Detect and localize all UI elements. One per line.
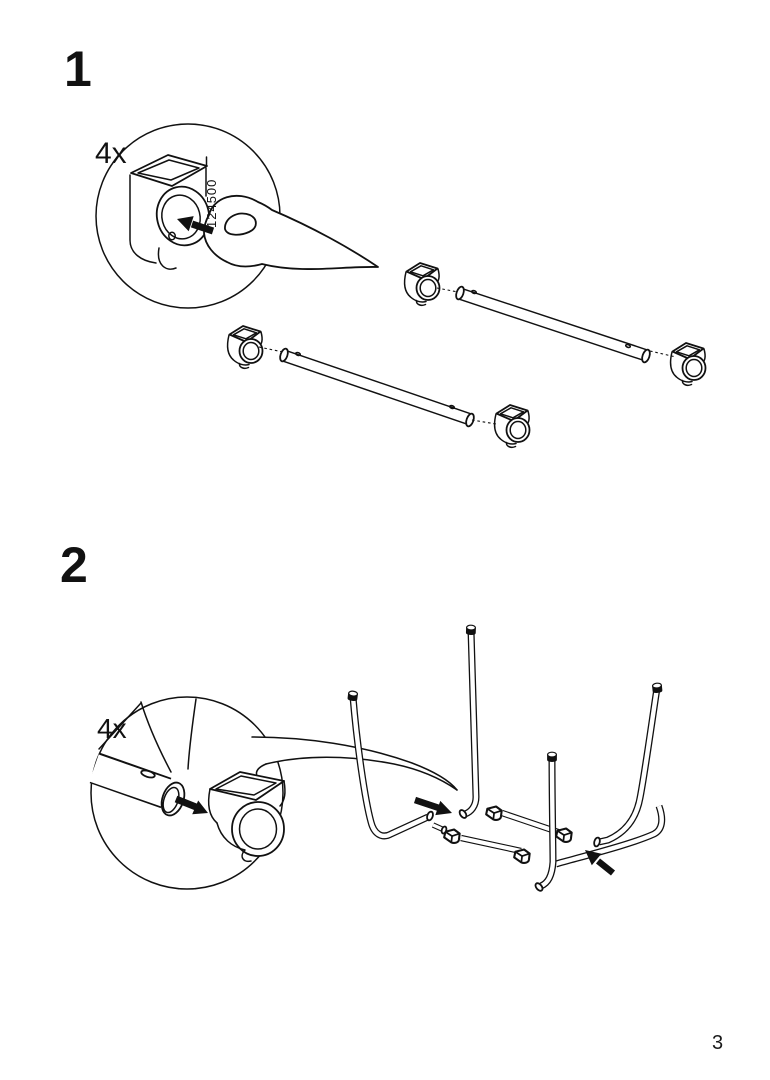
tube-socket: [458, 809, 468, 819]
step-1-part-number: 124500: [204, 179, 219, 228]
step-2-zoom-bubble: 4x: [89, 696, 458, 890]
tube-end: [89, 752, 186, 817]
frame-illustration: [347, 624, 666, 892]
tube-socket: [534, 882, 544, 892]
cross-tube-rear: [484, 803, 574, 844]
caster-icon: [493, 404, 531, 449]
caster-icon: [403, 262, 441, 307]
tube-hole: [140, 769, 156, 779]
insertion-arrow-icon: [413, 796, 452, 816]
frame-edge: [98, 702, 142, 750]
tube-socket: [440, 825, 448, 835]
step-2-illustration: 4x: [89, 624, 666, 892]
caster-icon: [129, 154, 211, 270]
tube-socket: [426, 810, 434, 822]
leg-cap-icon: [347, 690, 359, 702]
insertion-arrow-icon: [177, 216, 215, 235]
tube-socket: [593, 836, 601, 848]
tube-opening: [224, 212, 257, 236]
alignment-dash: [258, 346, 284, 353]
page-number: 3: [712, 1032, 724, 1054]
insertion-arrow-icon: [585, 850, 616, 876]
step-2-quantity-label: 4x: [97, 713, 127, 744]
step-1-illustration: 4x 124500: [95, 123, 707, 449]
caster-icon: [226, 325, 264, 370]
leg-rear-right: [598, 687, 661, 846]
zoom-bubble-circle: [90, 696, 284, 890]
caster-cap-icon: [484, 803, 504, 822]
leg-cap-icon: [651, 682, 663, 694]
step-2-number: 2: [60, 537, 88, 593]
cross-tube-front: [442, 826, 532, 865]
insertion-arrow-icon: [174, 795, 208, 815]
caster-icon: [207, 771, 286, 863]
step-1-zoom-bubble: 4x 124500: [95, 123, 379, 309]
alignment-dash: [471, 419, 497, 425]
step-1-quantity-label: 4x: [95, 137, 127, 170]
screw-hole: [168, 231, 176, 241]
frame-edge: [140, 701, 172, 773]
tube-assembly-lower: [226, 325, 531, 449]
alignment-dash: [436, 287, 459, 293]
leg-cap-icon: [546, 751, 558, 763]
caster-icon: [669, 342, 707, 387]
tube-end-callout: [203, 194, 379, 270]
frame-edge: [187, 698, 197, 770]
tube-assembly-upper: [403, 262, 707, 387]
step-1-number: 1: [64, 41, 92, 97]
leg-cap-icon: [465, 624, 477, 636]
